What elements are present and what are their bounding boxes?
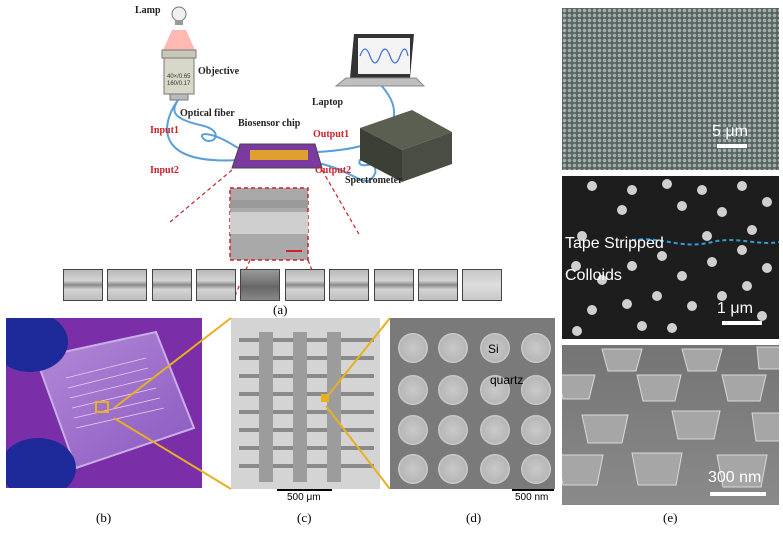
scale-text-e-middle: 1 μm — [717, 300, 753, 317]
waveguide-thumbnail — [196, 269, 236, 301]
input1-label: Input1 — [150, 125, 179, 136]
laptop-icon — [334, 34, 426, 87]
nanopillar-array — [562, 346, 779, 488]
biosensor-chip-icon — [231, 143, 323, 169]
lamp-label: Lamp — [135, 5, 161, 16]
si-pillar — [521, 454, 551, 484]
panel-e-bottom-sem: 300 nm — [562, 345, 779, 505]
input2-label: Input2 — [150, 165, 179, 176]
si-pillar — [521, 375, 551, 405]
scale-text-e-bottom: 300 nm — [708, 469, 762, 486]
objective-marking: 40×/0.65 160/0.17 — [167, 74, 191, 87]
waveguide-thumbnail — [374, 269, 414, 301]
objective-icon — [161, 49, 197, 101]
waveguide-thumbnail — [285, 269, 325, 301]
si-pillar — [438, 375, 468, 405]
output1-label: Output1 — [313, 129, 350, 140]
panel-a-setup: Lamp Objective 40×/0.65 160/0.17 Optical… — [60, 0, 500, 320]
caption-b: (b) — [96, 510, 112, 525]
caption-c: (c) — [297, 510, 312, 525]
panel-e-top-sem: 5 μm — [562, 8, 779, 170]
si-pillar — [438, 333, 468, 363]
colloid-particles — [571, 179, 779, 336]
scale-bar-e-top — [717, 144, 747, 148]
waveguide-thumbnail — [107, 269, 147, 301]
scale-text-e-top: 5 μm — [712, 123, 748, 140]
panel-b-chip-photo — [6, 318, 202, 488]
label-colloids: Colloids — [565, 267, 622, 284]
panel-c-waveguide-array — [231, 318, 380, 489]
output2-label: Output2 — [315, 165, 352, 176]
si-pillar — [438, 454, 468, 484]
si-pillar — [480, 454, 510, 484]
spectrometer-icon — [360, 110, 452, 182]
waveguide-thumbnail — [152, 269, 192, 301]
panel-e-middle-sem: Tape Stripped Colloids 1 μm — [562, 176, 779, 339]
caption-e: (e) — [663, 510, 678, 525]
si-pillar — [398, 454, 428, 484]
label-quartz: quartz — [490, 373, 524, 387]
si-pillar — [398, 375, 428, 405]
biosensor-chip-label: Biosensor chip — [238, 118, 301, 129]
si-pillar — [480, 415, 510, 445]
scale-bar-e-middle — [722, 321, 762, 325]
si-pillar — [521, 333, 551, 363]
scale-text-c: 500 μm — [287, 492, 321, 503]
si-pillar — [398, 415, 428, 445]
caption-d: (d) — [466, 510, 482, 525]
waveguide-thumbnail — [462, 269, 502, 301]
si-pillar — [438, 415, 468, 445]
laptop-label: Laptop — [312, 97, 344, 108]
waveguide-thumbnail — [418, 269, 458, 301]
scale-text-d: 500 nm — [515, 492, 549, 503]
chip-photo — [6, 318, 196, 488]
lamp-icon — [163, 6, 195, 50]
objective-label: Objective — [198, 66, 240, 77]
waveguide-thumbnail — [240, 269, 280, 301]
setup-diagram — [161, 6, 452, 297]
scale-bar-e-bottom — [710, 492, 766, 496]
label-tape-stripped: Tape Stripped — [565, 235, 664, 252]
waveguide-thumbnail — [329, 269, 369, 301]
si-pillar — [480, 375, 510, 405]
caption-a: (a) — [273, 302, 288, 317]
si-pillar — [398, 333, 428, 363]
si-pillar — [480, 333, 510, 363]
label-si: Si — [488, 342, 499, 356]
waveguide-zoom-inset — [229, 187, 309, 261]
waveguide-thumbnail — [63, 269, 103, 301]
waveguide-array-image — [231, 318, 380, 489]
panel-d-si-pillars: Si quartz — [390, 318, 555, 489]
optical-fiber-label: Optical fiber — [180, 108, 235, 119]
scale-bar-c — [277, 489, 332, 491]
si-pillar — [521, 415, 551, 445]
scale-bar-d — [512, 489, 554, 491]
spectrometer-label: Spectrometer — [345, 175, 403, 186]
